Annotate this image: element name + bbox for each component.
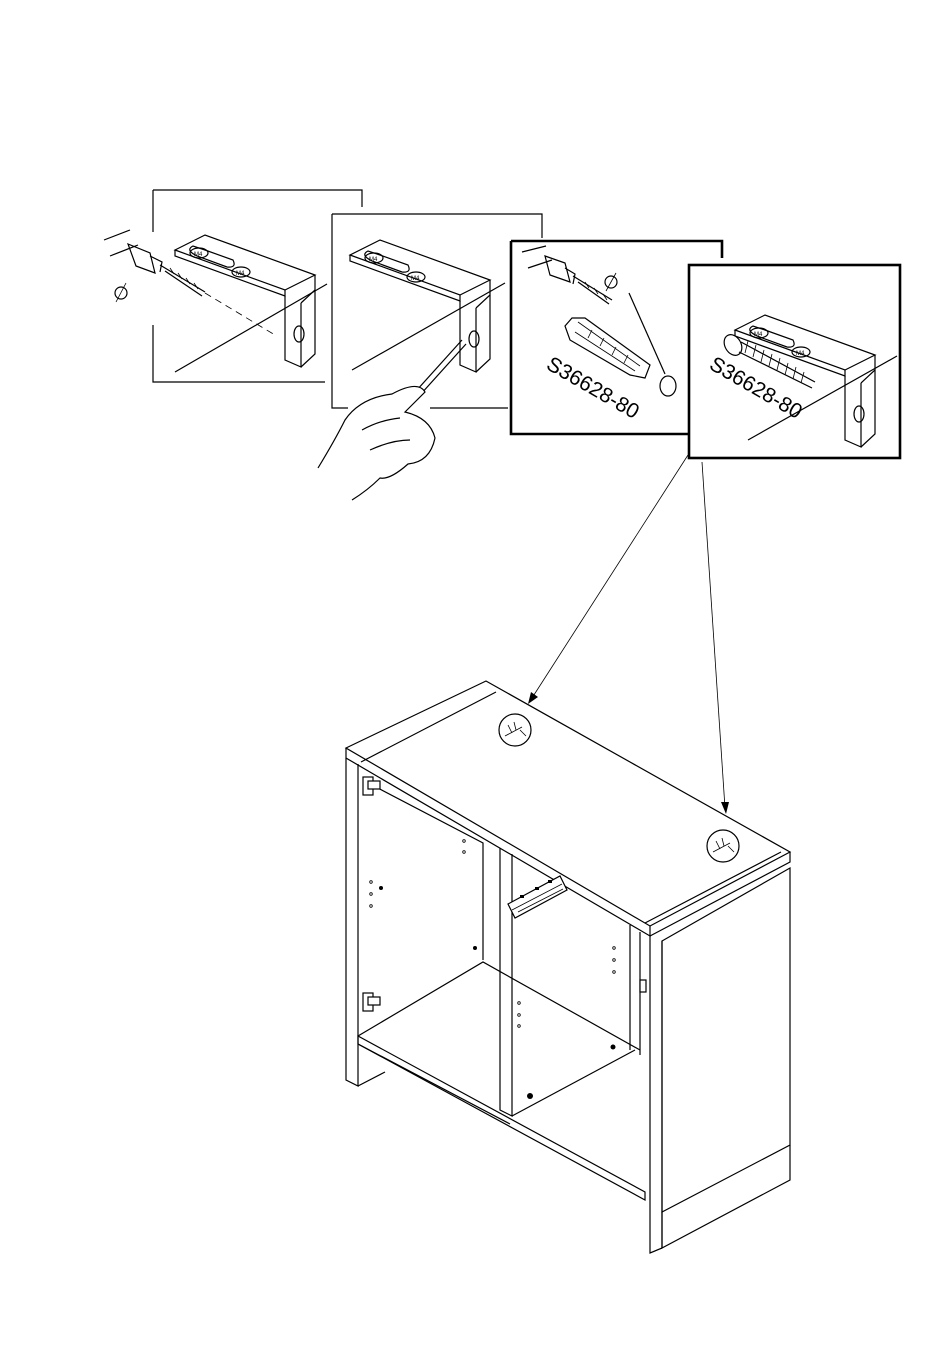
bracket-icon: [350, 240, 490, 372]
wall-fixing-icon: [499, 714, 739, 862]
drill-icon: [522, 246, 617, 304]
bracket-icon: [175, 235, 315, 367]
part-code-label: S36628-80: [706, 352, 806, 423]
hand-icon: [318, 340, 466, 500]
panel-screw: S36628-80: [689, 265, 900, 458]
drawer-runner-icon: [508, 876, 567, 918]
shelf-holes: [370, 840, 616, 1099]
panel-clean: [318, 214, 542, 500]
hinge-icon: [363, 777, 646, 1011]
panel-drill: [104, 190, 362, 382]
panel-dowel: S36628-80: [511, 241, 722, 434]
pointer-lines: [528, 455, 729, 814]
cabinet: [346, 681, 790, 1253]
